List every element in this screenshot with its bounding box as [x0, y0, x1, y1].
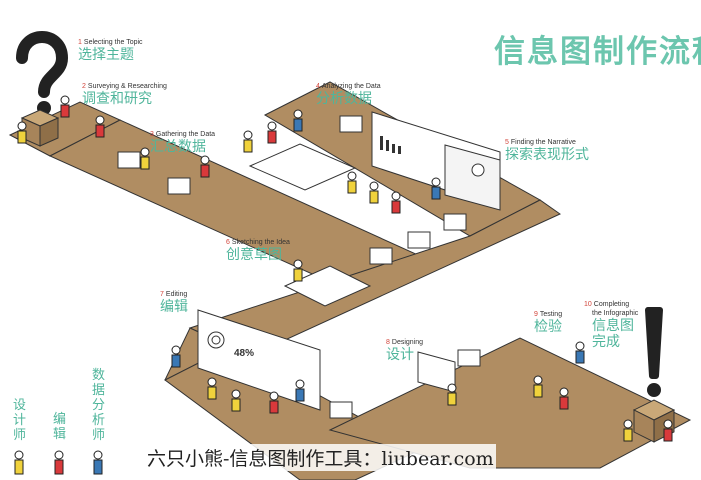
board-percent-label: 48%: [234, 348, 254, 359]
step-english: Analyzing the Data: [321, 83, 381, 90]
figure: [431, 177, 441, 200]
step-chinese: 检验: [534, 319, 562, 335]
step-chinese: 调查和研究: [82, 91, 152, 107]
designer-figure: [14, 450, 24, 475]
step-number: 1: [78, 39, 82, 46]
figure: [369, 181, 379, 204]
step-number: 6: [226, 239, 230, 246]
monitor: [117, 151, 141, 169]
step-english: Surveying & Researching: [87, 83, 167, 90]
step-english: Completing: [593, 301, 630, 308]
step-chinese: 设计: [386, 347, 414, 363]
figure: [267, 121, 277, 144]
path-segment-middle: [188, 199, 562, 357]
sketch-paper: [283, 265, 372, 307]
figure: [295, 379, 305, 402]
design-screen: [417, 351, 456, 393]
figure: [347, 171, 357, 194]
analyst-figure: [93, 450, 103, 475]
figure: [171, 345, 181, 368]
page-title: 信息图制作流程: [494, 34, 701, 70]
step-number: 7: [160, 291, 164, 298]
figure: [663, 419, 673, 442]
step-chinese: 探索表现形式: [505, 147, 589, 163]
monitor: [167, 177, 191, 195]
step-chinese: 选择主题: [78, 47, 134, 63]
role-editor-label: 编辑: [52, 412, 66, 442]
monitor: [457, 349, 481, 367]
step-number: 10: [584, 301, 592, 308]
figure: [559, 387, 569, 410]
step-english: Testing: [539, 311, 563, 318]
monitor: [329, 401, 353, 419]
figure: [243, 130, 253, 153]
figure: [391, 191, 401, 214]
monitor: [339, 115, 363, 133]
question-mark-icon: [16, 31, 69, 115]
step-chinese: 信息图完成: [592, 318, 634, 350]
figure: [447, 383, 457, 406]
figure: [17, 121, 27, 144]
figure: [533, 375, 543, 398]
figure: [200, 155, 210, 178]
exclamation-mark-icon: [645, 307, 663, 397]
role-designer-label: 设计师: [12, 398, 26, 443]
role-legend-figures: [14, 450, 103, 475]
monitor: [443, 213, 467, 231]
step-chinese: 分析数据: [316, 91, 372, 107]
step-number: 5: [505, 139, 509, 146]
figure: [269, 391, 279, 414]
completion-box: [632, 399, 676, 443]
figure: [207, 377, 217, 400]
step-number: 3: [150, 131, 154, 138]
footer-credit: 六只小熊-信息图制作工具：liubear.com: [145, 444, 496, 471]
topic-box: [20, 109, 60, 147]
chart-marks: 48%: [207, 136, 485, 359]
figure: [140, 147, 150, 170]
figure: [575, 341, 585, 364]
step-number: 4: [316, 83, 320, 90]
analysis-boards: [197, 111, 501, 411]
figure: [60, 95, 70, 118]
monitor: [369, 247, 393, 265]
step-english: Selecting the Topic: [83, 39, 143, 46]
step-english: Finding the Narrative: [510, 139, 576, 146]
editing-board: [197, 309, 321, 411]
figure: [95, 115, 105, 138]
figure: [623, 419, 633, 442]
figure: [231, 389, 241, 412]
figure: [293, 259, 303, 282]
step-english-line2: the Infographic: [592, 310, 639, 317]
sketch-table: [248, 143, 357, 191]
step-english: Gathering the Data: [155, 131, 216, 138]
step-chinese: 创意草图: [226, 247, 282, 263]
chart-board-2: [444, 144, 501, 211]
step-number: 2: [82, 83, 86, 90]
step-chinese: 汇总数据: [150, 139, 206, 155]
step-number: 8: [386, 339, 390, 346]
step-chinese: 编辑: [160, 299, 188, 315]
step-english: Designing: [391, 339, 424, 346]
step-english: Sketching the Idea: [231, 239, 290, 246]
figure: [293, 109, 303, 132]
monitors: [117, 115, 481, 419]
editor-figure: [54, 450, 64, 475]
role-analyst-label: 数据分析师: [91, 368, 105, 443]
monitor: [407, 231, 431, 249]
people: [17, 95, 673, 442]
step-number: 9: [534, 311, 538, 318]
step-english: Editing: [165, 291, 188, 298]
